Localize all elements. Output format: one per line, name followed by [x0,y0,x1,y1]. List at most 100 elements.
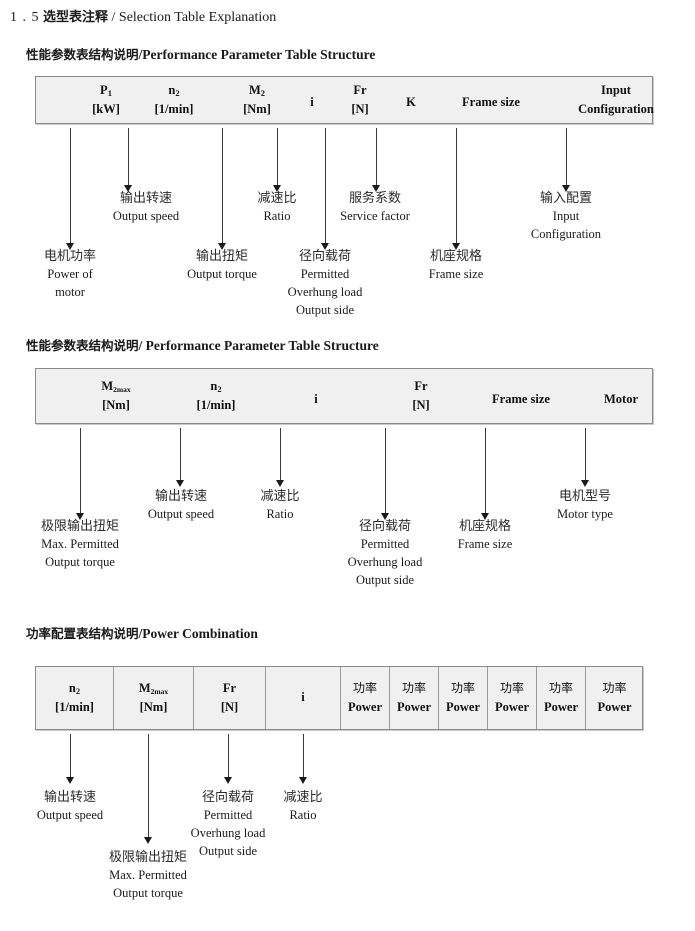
table-header-cell: 功率 Power [390,667,439,729]
page-title: 1 . 5 选型表注释 / Selection Table Explanatio… [10,6,276,26]
annotation-max-output-torque-3: 极限输出扭矩 Max. Permitted Output torque [109,849,187,903]
annotation-input-configuration: 输入配置 Input Configuration [531,190,601,244]
performance-parameter-table-2: M2max [Nm] n2[1/min] i Fr[N] Frame size Motor [35,368,653,424]
header-unit: [Nm] [139,700,168,714]
header-unit: [Nm] [243,102,271,116]
annotation-label-cn: 减速比 [283,790,323,805]
header-symbol: 功率 [602,681,627,696]
annotation-overhung-load: 径向载荷 Permitted Overhung load Output side [288,248,363,320]
table-header-cell: i [281,369,351,423]
annotation-overhung-load-3: 径向载荷 Permitted Overhung load Output side [191,789,266,861]
table-header-cell: M2[Nm] [223,77,291,123]
header-unit: Power [494,699,529,714]
table-header-cell: n2[1/min] [181,369,251,423]
annotation-label-en: Output torque [187,267,257,282]
section-3-heading: 功率配置表结构说明/Power Combination [26,623,258,642]
annotation-motor-type: 电机型号 Motor type [557,488,613,524]
table-header-cell: Fr[N] [326,77,394,123]
header-symbol: 功率 [401,681,426,696]
annotation-label-cn: 服务系数 [348,191,402,206]
table-header-cell: 功率 Power [537,667,586,729]
header-symbol: P1 [100,82,112,98]
section-2-heading: 性能参数表结构说明/ Performance Parameter Table S… [26,335,379,354]
annotation-label-en: Output side [356,572,414,587]
header-symbol: K [406,95,416,110]
table-header-cell: Frame size [442,77,540,123]
header-symbol: n2 [210,378,222,394]
annotation-label-en: Ratio [263,209,291,224]
header-unit: Power [597,699,632,714]
header-symbol: Frame size [492,392,550,407]
section-1-heading-cn: 性能参数表结构说明 [26,47,139,62]
header-unit: [kW] [92,102,120,116]
table-header-cell: M2max[Nm] [114,667,194,729]
header-symbol: Input [601,82,631,97]
annotation-label-en: Output speed [112,209,180,224]
header-symbol: M2max [101,378,131,394]
annotation-ratio: 减速比 Ratio [257,190,296,226]
header-unit: Power [543,699,578,714]
header-symbol: i [310,95,314,110]
header-unit: [1/min] [154,102,194,116]
annotation-service-factor: 服务系数 Service factor [340,190,410,226]
annotation-label-cn: 输出扭矩 [195,249,249,264]
section-2-heading-cn: 性能参数表结构说明 [26,338,139,353]
header-unit: [Nm] [102,398,130,412]
annotation-label-cn: 机座规格 [429,249,482,264]
page-title-cn: 选型表注释 [43,10,109,25]
table-header-cell: P1 [kW] [72,77,140,123]
annotation-label-en: Output speed [147,507,215,522]
annotation-label-cn: 输出转速 [43,790,96,805]
annotation-label-en: Overhung load [347,555,423,570]
annotation-label-en: Output side [296,302,354,317]
title-separator: / [111,10,116,25]
annotation-label-en: motor [55,285,85,300]
annotation-frame-size: 机座规格 Frame size [429,248,484,284]
header-symbol: n2 [68,680,81,696]
header-unit: Configuration [578,102,654,116]
annotation-label-en: Permitted [300,267,350,282]
header-symbol: 功率 [450,681,475,696]
header-unit: [N] [351,102,369,116]
table-header-cell: 功率 Power [586,667,643,729]
annotation-label-en: Ratio [289,808,317,823]
annotation-label-en: Overhung load [190,826,266,841]
annotation-label-cn: 减速比 [257,191,297,206]
header-symbol: 功率 [548,681,573,696]
section-1-heading: 性能参数表结构说明/Performance Parameter Table St… [26,44,375,63]
section-3-heading-cn: 功率配置表结构说明 [26,626,139,641]
annotation-ratio-2: 减速比 Ratio [260,488,299,524]
section-1-heading-sep: / [138,47,143,62]
table-header-cell: 功率 Power [439,667,488,729]
annotation-label-en: Overhung load [287,285,363,300]
header-unit: [N] [412,398,430,412]
annotation-max-output-torque: 极限输出扭矩 Max. Permitted Output torque [41,518,119,572]
annotation-output-speed-2: 输出转速 Output speed [148,488,214,524]
header-unit: Power [445,699,480,714]
annotation-label-en: Input [552,209,580,224]
table-header-cell: M2max [Nm] [81,369,151,423]
annotation-label-en: Permitted [203,808,253,823]
annotation-label-cn: 径向载荷 [358,519,412,534]
header-symbol: i [314,392,318,407]
header-symbol: Frame size [462,95,520,110]
table-header-cell: Motor [586,369,656,423]
annotation-label-en: Max. Permitted [109,868,187,883]
annotation-label-en: Frame size [457,537,513,552]
annotation-frame-size-2: 机座规格 Frame size [458,518,513,554]
annotation-label-en: Service factor [340,209,410,224]
table-header-cell: Fr[N] [194,667,266,729]
annotation-label-en: Ratio [266,507,294,522]
header-symbol: i [301,690,305,705]
annotation-label-en: Max. Permitted [41,537,119,552]
annotation-power-of-motor: 电机功率 Power of motor [44,248,96,302]
table-header-cell: Fr[N] [386,369,456,423]
table-header-cell: Frame size [486,369,556,423]
section-3-heading-en: Power Combination [142,626,258,641]
annotation-label-en: Frame size [428,267,484,282]
header-unit: Power [396,699,431,714]
